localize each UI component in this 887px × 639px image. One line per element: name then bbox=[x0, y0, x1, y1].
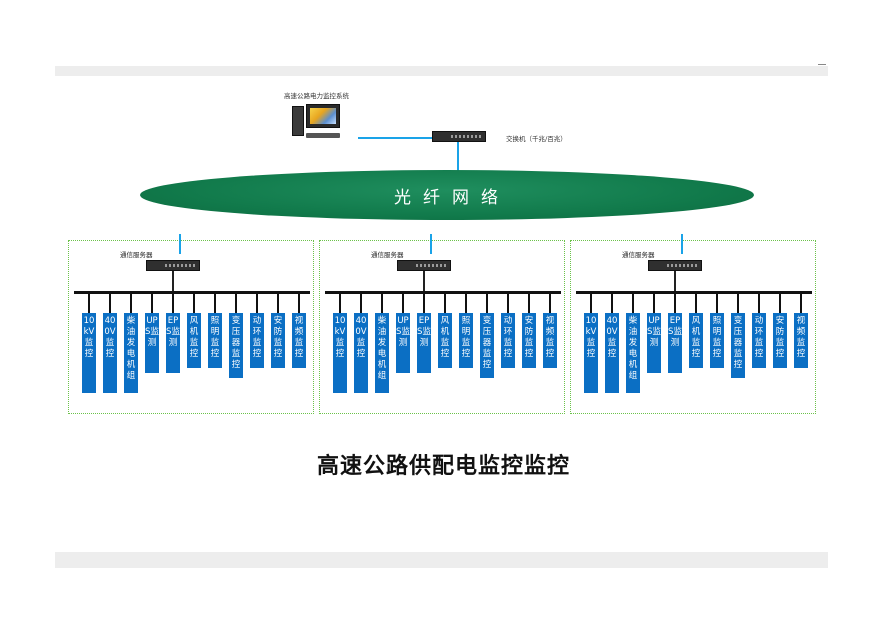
bus-stub bbox=[486, 294, 488, 313]
module-box: 安防监控 bbox=[522, 313, 536, 368]
network-switch-icon bbox=[432, 131, 486, 142]
bus-stub bbox=[549, 294, 551, 313]
bus-stub bbox=[402, 294, 404, 313]
module-box: 柴油发电机组 bbox=[626, 313, 640, 393]
module-box: 10kV监控 bbox=[333, 313, 347, 393]
bus-stub bbox=[381, 294, 383, 313]
bus-stub bbox=[214, 294, 216, 313]
bus-stub bbox=[339, 294, 341, 313]
communication-server-icon bbox=[648, 260, 702, 271]
bus-stub bbox=[653, 294, 655, 313]
fiber-network-ellipse: 光纤网络 bbox=[140, 170, 754, 220]
server-bus-link bbox=[674, 271, 676, 291]
bus-stub bbox=[256, 294, 258, 313]
bus-stub bbox=[109, 294, 111, 313]
bus-stub bbox=[779, 294, 781, 313]
bottom-gray-strip bbox=[55, 552, 828, 568]
top-gray-strip bbox=[55, 66, 828, 76]
module-box: UPS监测 bbox=[647, 313, 661, 373]
module-box: 安防监控 bbox=[773, 313, 787, 368]
keyboard-icon bbox=[306, 133, 340, 138]
module-box: 柴油发电机组 bbox=[375, 313, 389, 393]
corner-dash bbox=[818, 64, 826, 65]
module-box: 动环监控 bbox=[250, 313, 264, 368]
bus-stub bbox=[465, 294, 467, 313]
server-label: 通信服务器 bbox=[622, 251, 655, 259]
bus-stub bbox=[172, 294, 174, 313]
bus-stub bbox=[298, 294, 300, 313]
module-box: 400V监控 bbox=[605, 313, 619, 393]
group-uplink bbox=[179, 234, 181, 254]
bus-stub bbox=[590, 294, 592, 313]
module-box: 10kV监控 bbox=[584, 313, 598, 393]
module-box: 400V监控 bbox=[103, 313, 117, 393]
module-box: 动环监控 bbox=[501, 313, 515, 368]
bus-stub bbox=[88, 294, 90, 313]
server-bus-link bbox=[423, 271, 425, 291]
module-box: 视频监控 bbox=[543, 313, 557, 368]
module-box: 风机监控 bbox=[438, 313, 452, 368]
monitoring-system-label: 高速公路电力监控系统 bbox=[284, 92, 349, 100]
bus-stub bbox=[444, 294, 446, 313]
monitor-icon bbox=[306, 104, 340, 128]
substation-group-2 bbox=[319, 240, 565, 414]
communication-server-icon bbox=[146, 260, 200, 271]
bus-stub bbox=[193, 294, 195, 313]
module-box: 变压器监控 bbox=[229, 313, 243, 378]
group-uplink bbox=[681, 234, 683, 254]
bus-stub bbox=[758, 294, 760, 313]
bus-stub bbox=[277, 294, 279, 313]
module-box: 安防监控 bbox=[271, 313, 285, 368]
module-box: 视频监控 bbox=[794, 313, 808, 368]
bus-stub bbox=[130, 294, 132, 313]
module-box: 柴油发电机组 bbox=[124, 313, 138, 393]
bus-stub bbox=[360, 294, 362, 313]
module-box: 变压器监控 bbox=[731, 313, 745, 378]
communication-server-icon bbox=[397, 260, 451, 271]
pc-switch-link bbox=[358, 137, 432, 139]
module-box: 风机监控 bbox=[689, 313, 703, 368]
bus-stub bbox=[528, 294, 530, 313]
bus-stub bbox=[674, 294, 676, 313]
pc-tower-icon bbox=[292, 106, 304, 136]
bus-stub bbox=[632, 294, 634, 313]
module-box: UPS监测 bbox=[145, 313, 159, 373]
fiber-network-label: 光纤网络 bbox=[394, 187, 510, 208]
module-box: 400V监控 bbox=[354, 313, 368, 393]
workstation-computer-icon bbox=[292, 104, 344, 142]
module-box: EPS监测 bbox=[668, 313, 682, 373]
module-box: UPS监测 bbox=[396, 313, 410, 373]
module-box: 风机监控 bbox=[187, 313, 201, 368]
module-bus bbox=[74, 291, 310, 294]
module-box: 动环监控 bbox=[752, 313, 766, 368]
group-uplink bbox=[430, 234, 432, 254]
module-box: 变压器监控 bbox=[480, 313, 494, 378]
diagram-caption: 高速公路供配电监控监控 bbox=[316, 454, 570, 479]
bus-stub bbox=[800, 294, 802, 313]
server-bus-link bbox=[172, 271, 174, 291]
bus-stub bbox=[151, 294, 153, 313]
module-box: 照明监控 bbox=[208, 313, 222, 368]
bus-stub bbox=[695, 294, 697, 313]
substation-group-3 bbox=[570, 240, 816, 414]
server-label: 通信服务器 bbox=[371, 251, 404, 259]
bus-stub bbox=[507, 294, 509, 313]
switch-label: 交换机（千兆/百兆） bbox=[506, 135, 567, 143]
switch-network-link bbox=[457, 142, 459, 176]
bus-stub bbox=[611, 294, 613, 313]
substation-group-1 bbox=[68, 240, 314, 414]
module-box: EPS监测 bbox=[417, 313, 431, 373]
module-bus bbox=[576, 291, 812, 294]
bus-stub bbox=[235, 294, 237, 313]
bus-stub bbox=[423, 294, 425, 313]
module-box: EPS监测 bbox=[166, 313, 180, 373]
module-box: 照明监控 bbox=[459, 313, 473, 368]
bus-stub bbox=[737, 294, 739, 313]
module-box: 10kV监控 bbox=[82, 313, 96, 393]
module-box: 照明监控 bbox=[710, 313, 724, 368]
module-box: 视频监控 bbox=[292, 313, 306, 368]
module-bus bbox=[325, 291, 561, 294]
server-label: 通信服务器 bbox=[120, 251, 153, 259]
bus-stub bbox=[716, 294, 718, 313]
